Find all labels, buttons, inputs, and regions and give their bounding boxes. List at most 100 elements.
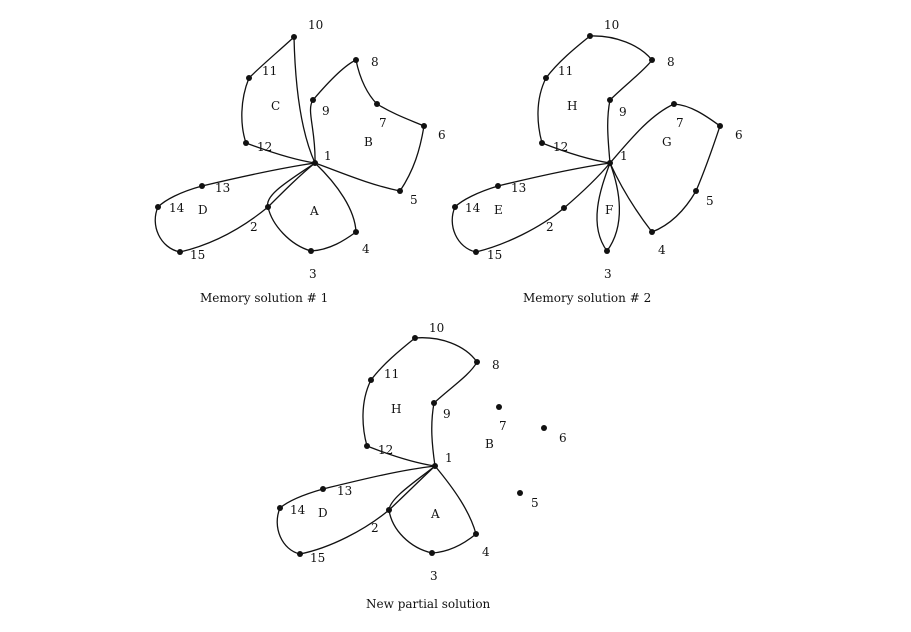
region-label-D: D [198, 203, 208, 217]
point-12 [364, 443, 370, 449]
diagram-memory-solution-1: 1 2 3 4 5 6 7 8 9 10 11 12 13 14 15 A B … [154, 18, 446, 305]
point-1 [312, 160, 318, 166]
region-labels: A B D H [318, 402, 494, 521]
point-3 [429, 550, 435, 556]
point-11 [543, 75, 549, 81]
point-label-8: 8 [667, 55, 675, 69]
point-6 [717, 123, 723, 129]
point-label-1: 1 [445, 451, 453, 465]
points [452, 33, 723, 255]
point-7 [496, 404, 502, 410]
point-label-7: 7 [676, 116, 684, 130]
point-labels: 1 2 3 4 5 6 7 8 9 10 11 12 13 14 15 [169, 18, 446, 281]
point-6 [541, 425, 547, 431]
point-label-9: 9 [619, 105, 627, 119]
point-4 [353, 229, 359, 235]
point-label-3: 3 [604, 267, 612, 281]
point-12 [539, 140, 545, 146]
points [155, 34, 427, 255]
region-label-G: G [662, 135, 672, 149]
point-11 [246, 75, 252, 81]
region-label-D: D [318, 506, 328, 520]
point-label-5: 5 [531, 496, 539, 510]
point-label-4: 4 [658, 243, 666, 257]
point-label-12: 12 [378, 443, 393, 457]
point-10 [412, 335, 418, 341]
point-9 [310, 97, 316, 103]
point-label-2: 2 [546, 220, 554, 234]
point-9 [431, 400, 437, 406]
point-label-12: 12 [257, 140, 272, 154]
point-8 [649, 57, 655, 63]
region-label-A: A [309, 204, 319, 218]
region-label-B: B [364, 135, 373, 149]
point-label-1: 1 [620, 149, 628, 163]
point-label-9: 9 [322, 104, 330, 118]
point-label-3: 3 [430, 569, 438, 583]
point-15 [473, 249, 479, 255]
loop-G [609, 103, 721, 233]
point-label-8: 8 [371, 55, 379, 69]
point-label-12: 12 [553, 140, 568, 154]
point-label-13: 13 [511, 181, 526, 195]
point-label-11: 11 [384, 367, 399, 381]
point-label-4: 4 [482, 545, 490, 559]
point-label-2: 2 [250, 220, 258, 234]
loop-E [451, 162, 611, 253]
region-label-E: E [494, 203, 503, 217]
point-label-8: 8 [492, 358, 500, 372]
region-label-C: C [271, 99, 280, 113]
point-12 [243, 140, 249, 146]
point-15 [177, 249, 183, 255]
point-13 [495, 183, 501, 189]
point-label-11: 11 [558, 64, 573, 78]
edges [154, 36, 425, 253]
point-4 [649, 229, 655, 235]
region-label-H: H [391, 402, 401, 416]
point-label-7: 7 [379, 116, 387, 130]
point-11 [368, 377, 374, 383]
point-label-1: 1 [324, 149, 332, 163]
point-3 [308, 248, 314, 254]
point-label-15: 15 [310, 551, 325, 565]
point-label-6: 6 [559, 431, 567, 445]
point-label-14: 14 [290, 503, 306, 517]
point-7 [671, 101, 677, 107]
point-label-5: 5 [706, 194, 714, 208]
point-label-15: 15 [190, 248, 205, 262]
point-label-13: 13 [215, 181, 230, 195]
point-labels: 1 2 3 4 5 6 7 8 9 10 11 12 13 14 15 [290, 321, 567, 583]
point-15 [297, 551, 303, 557]
point-2 [561, 205, 567, 211]
point-14 [277, 505, 283, 511]
point-label-10: 10 [604, 18, 619, 32]
point-label-14: 14 [465, 201, 481, 215]
point-label-11: 11 [262, 64, 277, 78]
point-label-15: 15 [487, 248, 502, 262]
point-5 [517, 490, 523, 496]
region-labels: A B C D [198, 99, 373, 218]
caption: Memory solution # 2 [523, 291, 651, 305]
region-label-F: F [605, 203, 613, 217]
caption: New partial solution [366, 597, 491, 611]
point-14 [155, 204, 161, 210]
point-1 [432, 463, 438, 469]
point-label-2: 2 [371, 521, 379, 535]
region-label-H: H [567, 99, 577, 113]
diagram-memory-solution-2: 1 2 3 4 5 6 7 8 9 10 11 12 13 14 15 E F … [451, 18, 743, 305]
point-8 [474, 359, 480, 365]
point-2 [265, 204, 271, 210]
point-3 [604, 248, 610, 254]
region-labels: E F G H [494, 99, 672, 217]
point-10 [291, 34, 297, 40]
point-13 [320, 486, 326, 492]
points [277, 335, 547, 557]
caption: Memory solution # 1 [200, 291, 328, 305]
point-labels: 1 2 3 4 5 6 7 8 9 10 11 12 13 14 15 [465, 18, 743, 281]
point-label-6: 6 [735, 128, 743, 142]
point-8 [353, 57, 359, 63]
diagram-new-partial-solution: 1 2 3 4 5 6 7 8 9 10 11 12 13 14 15 A B … [276, 321, 567, 611]
point-14 [452, 204, 458, 210]
point-label-13: 13 [337, 484, 352, 498]
